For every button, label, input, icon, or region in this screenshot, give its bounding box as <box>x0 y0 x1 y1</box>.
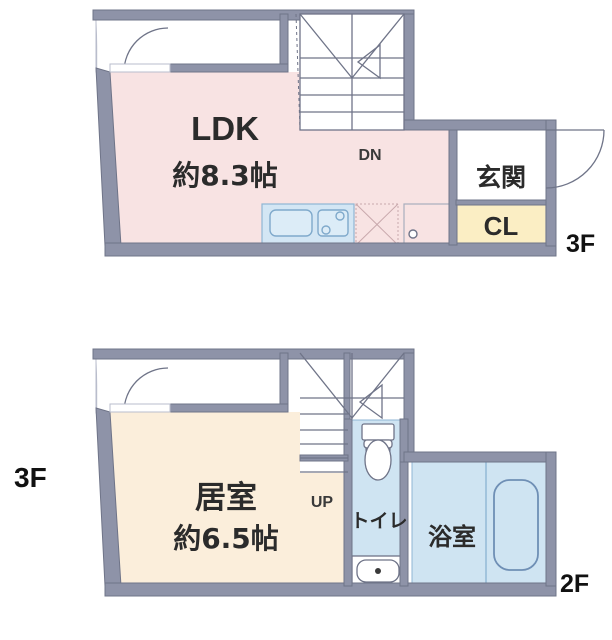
bathroom-label: 浴室 <box>428 523 476 551</box>
stove-burner-icon <box>335 211 345 221</box>
genkan-floor <box>456 130 546 204</box>
stove-burner-icon <box>321 225 331 235</box>
stair-direction-dn-label: DN <box>358 147 381 164</box>
upper-floor-badge: 3F <box>566 230 595 258</box>
upper-walls <box>92 9 557 257</box>
ldk-room-label: LDK <box>191 110 259 147</box>
upper-floor-plan: DN LDK 約8.3帖 玄関 CL 3F <box>92 9 605 258</box>
bathtub-icon <box>493 479 539 571</box>
gas-stove-icon <box>317 209 349 237</box>
lower-floor-plan: UP 居室 約6.5帖 トイレ 浴室 3F 2F <box>14 348 589 598</box>
upper-stairs <box>295 13 405 131</box>
lower-floor-badge-right: 2F <box>560 570 589 598</box>
lower-stairs <box>299 352 405 473</box>
living-room-floor <box>110 353 348 586</box>
closet-cl-label: CL <box>484 211 519 241</box>
balcony-door-lower <box>109 367 171 413</box>
wash-basin-icon <box>351 555 405 587</box>
washing-machine-space-icon <box>355 203 399 246</box>
entrance-door-upper <box>545 129 605 189</box>
living-room-area-label: 約6.5帖 <box>173 522 279 555</box>
toilet-icon <box>361 423 395 481</box>
kitchen-sink-icon <box>269 209 313 237</box>
genkan-room-label: 玄関 <box>476 163 526 192</box>
balcony-door-upper <box>109 27 171 73</box>
toilet-room-label: トイレ <box>350 510 407 532</box>
lower-floor-badge-left: 3F <box>14 462 47 493</box>
floor-drain-icon <box>408 229 418 239</box>
utility-alcove <box>403 203 451 246</box>
living-room-label: 居室 <box>195 480 257 516</box>
stair-direction-up-label: UP <box>311 494 334 511</box>
ldk-area-label: 約8.3帖 <box>172 159 278 192</box>
